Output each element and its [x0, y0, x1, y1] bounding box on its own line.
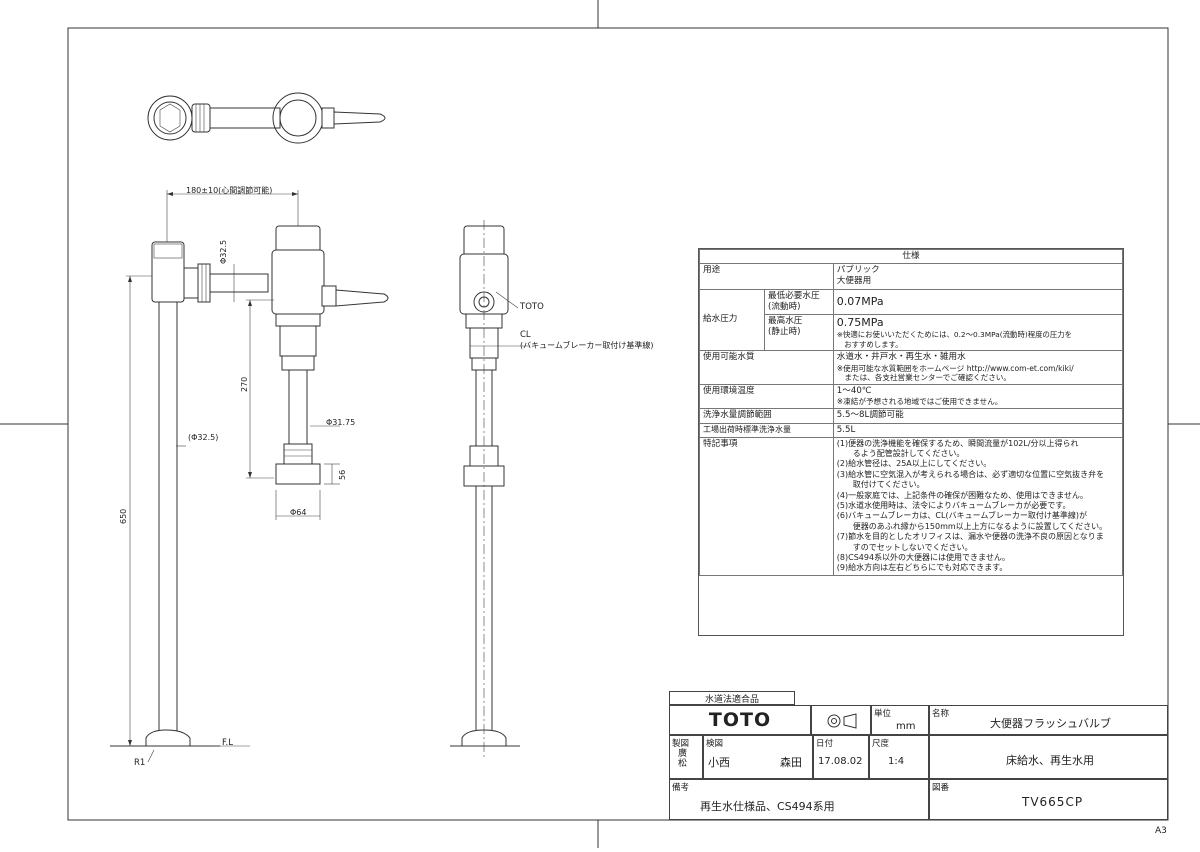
sheet-border [67, 27, 1169, 821]
name-cell: 名称 大便器フラッシュバルブ [929, 705, 1168, 735]
drafter-name: 廣松 [678, 749, 688, 769]
note-3: (3)給水管に空気混入が考えられる場合は、必ず適切な位置に空気抜き弁を 取付けて… [836, 469, 1105, 490]
dim-3175: Φ31.75 [326, 418, 356, 427]
drafter-cell: 製図 廣松 [669, 735, 703, 779]
spec-range-value: 5.5〜8L調節可能 [832, 408, 1124, 424]
subtitle-cell: 床給水、再生水用 [929, 735, 1168, 779]
dim-64: Φ64 [290, 508, 307, 517]
spec-table: 仕様 用途 パブリック大便器用 給水圧力 最低必要水圧 (流動時) 0.07MP… [698, 248, 1124, 636]
remark-label: 備考 [672, 783, 690, 793]
projection-symbol-icon [827, 713, 857, 729]
dim-top-span: 180±10(心間調節可能) [186, 186, 273, 195]
r1-label: R1 [134, 758, 146, 768]
spec-label-water: 使用可能水質 [699, 350, 834, 386]
checker-label: 検図 [706, 739, 724, 749]
note-6: (6)バキュームブレーカは、CL(バキュームブレーカー取付け基準線)が 便器のあ… [836, 511, 1108, 531]
projection-cell [811, 705, 871, 735]
dim-650: 650 [119, 508, 128, 524]
scale-value: 1:4 [888, 756, 905, 767]
spec-min-label: 最低必要水圧 (流動時) [764, 288, 834, 315]
approval-cell: 水道法適合品 [669, 691, 795, 705]
spec-water-v3: または、各支社営業センターでご確認ください。 [836, 373, 1011, 383]
note-1: (1)便器の洗浄機能を確保するため、瞬間流量が102L/分以上得られ るよう配管… [836, 438, 1079, 459]
front-view [110, 190, 389, 763]
spec-youto-v1: パブリック [836, 265, 880, 276]
partno-label: 図番 [932, 783, 950, 793]
scale-cell: 尺度 1:4 [869, 735, 929, 779]
checker-name-1: 小西 [708, 756, 730, 769]
date-value: 17.08.02 [818, 756, 863, 767]
note-8: (8)CS494系以外の大便器には使用できません。 [836, 552, 1010, 562]
top-view [147, 92, 386, 144]
note-2: (2)給水管径は、25A以上にしてください。 [836, 459, 992, 469]
sheet-size: A3 [1155, 826, 1167, 836]
note-5: (5)水道水使用時は、法令によりバキュームブレーカが必要です。 [836, 501, 1071, 511]
spec-label-notes: 特記事項 [699, 436, 834, 576]
scale-label: 尺度 [872, 739, 890, 749]
spec-max-note: ※快適にお使いいただくためには、0.2〜0.3MPa(流動時)程度の圧力を おす… [836, 330, 1073, 349]
note-7: (7)節水を目的としたオリフィスは、漏水や便器の洗浄不良の原因となりま すのでセ… [836, 532, 1104, 552]
dim-56: 56 [338, 469, 347, 480]
toto-mark-label: TOTO [520, 302, 544, 312]
spec-label-youto: 用途 [699, 263, 834, 290]
spec-water-v1: 水道水・井戸水・再生水・雑用水 [836, 352, 966, 363]
unit-label: 単位 [874, 709, 892, 719]
unit-value: mm [896, 721, 916, 732]
spec-label-pressure: 給水圧力 [699, 288, 765, 352]
part-number: TV665CP [1022, 795, 1084, 809]
dim-pipe-diameter: (Φ32.5) [188, 433, 219, 442]
spec-min-value: 0.07MPa [832, 288, 1124, 315]
spec-label-range: 洗浄水量調節範囲 [699, 408, 834, 424]
spec-factory-value: 5.5L [832, 422, 1124, 438]
spec-temp-v1: 1〜40℃ [836, 386, 872, 397]
dim-inlet: Φ32.5 [219, 239, 228, 264]
spec-label-temp: 使用環境温度 [699, 384, 834, 410]
cl-label: CL [520, 330, 531, 340]
spec-youto-v2: 大便器用 [836, 276, 872, 287]
dim-270: 270 [240, 376, 249, 392]
drafter-label: 製図 [672, 739, 690, 749]
spec-label-factory: 工場出荷時標準洗浄水量 [699, 422, 834, 438]
date-cell: 日付 17.08.02 [813, 735, 869, 779]
name-label: 名称 [932, 709, 950, 719]
unit-cell: 単位 mm [871, 705, 929, 735]
floor-line-label: F.L [222, 738, 233, 748]
spec-max-value: 0.75MPa [836, 315, 884, 329]
product-name: 大便器フラッシュバルブ [990, 717, 1111, 730]
cl-description: (バキュームブレーカー取付け基準線) [520, 341, 654, 350]
approval-text: 水道法適合品 [704, 695, 759, 705]
spec-water-v2: ※使用可能な水質範囲をホームページ http://www.com-et.com/… [836, 363, 1074, 373]
remark-text: 再生水仕様品、CS494系用 [700, 800, 835, 813]
spec-notes: (1)便器の洗浄機能を確保するため、瞬間流量が102L/分以上得られ るよう配管… [832, 436, 1124, 576]
note-9: (9)給水方向は左右どちらにでも対応できます。 [836, 563, 1008, 573]
partno-cell: 図番 TV665CP [929, 779, 1168, 820]
subtitle-text: 床給水、再生水用 [1006, 754, 1094, 767]
checker-name-2: 森田 [780, 756, 802, 769]
spec-title: 仕様 [699, 248, 1123, 265]
note-4: (4)一般家庭では、上記条件の確保が困難なため、使用はできません。 [836, 490, 1088, 500]
spec-temp-v2: ※凍結が予想される地域ではご使用できません。 [836, 397, 1003, 407]
side-view [450, 220, 530, 760]
brand-cell: TOTO [669, 705, 811, 735]
spec-max-label: 最高水圧 (静止時) [764, 313, 834, 352]
brand-logo: TOTO [708, 709, 772, 731]
checker-cell: 検図 小西 森田 [703, 735, 813, 779]
date-label: 日付 [816, 739, 834, 749]
remark-cell: 備考 再生水仕様品、CS494系用 [669, 779, 929, 820]
